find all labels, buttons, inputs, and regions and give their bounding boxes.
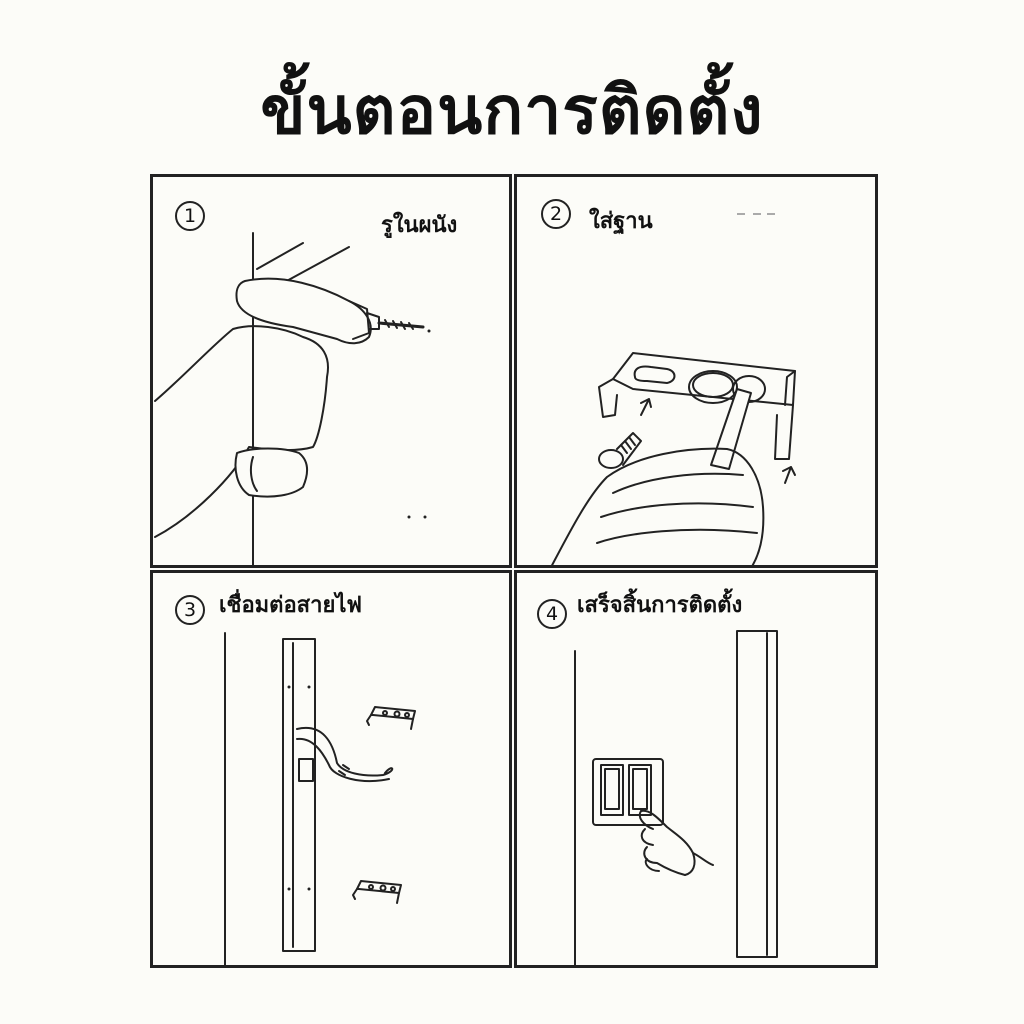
step-4-panel: 4 เสร็จสิ้นการติดตั้ง <box>514 570 878 968</box>
step-2-panel: 2 ใส่ฐาน <box>514 174 878 568</box>
step-3-label: เชื่อมต่อสายไฟ <box>219 593 362 618</box>
step-4-number: 4 <box>537 599 567 629</box>
step-1-panel: 1 รูในผนัง <box>150 174 512 568</box>
step-4-label: เสร็จสิ้นการติดตั้ง <box>577 593 743 618</box>
wiring-illustration <box>224 632 416 965</box>
step-1-label: รูในผนัง <box>381 213 458 238</box>
drilling-illustration <box>154 232 431 565</box>
completed-installation-illustration <box>574 630 778 965</box>
step-3-panel: 3 เชื่อมต่อสายไฟ <box>150 570 512 968</box>
step-1-number: 1 <box>175 201 205 231</box>
step-3-number: 3 <box>175 595 205 625</box>
page-title: ขั้นตอนการติดตั้ง <box>260 72 764 149</box>
step-2-label: ใส่ฐาน <box>589 209 653 234</box>
bracket-mounting-illustration <box>551 213 796 565</box>
step-2-number: 2 <box>541 199 571 229</box>
